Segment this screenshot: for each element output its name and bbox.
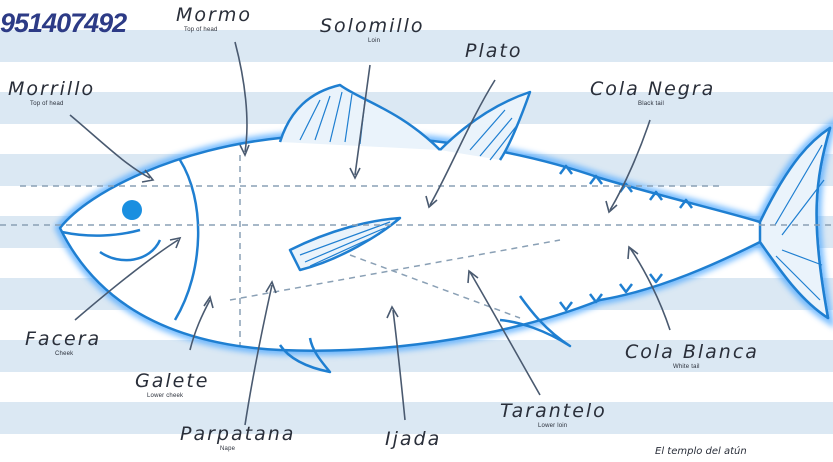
label-sub: Loin bbox=[368, 38, 425, 44]
label-name: Mormo bbox=[176, 6, 252, 25]
label-name: Galete bbox=[135, 372, 209, 391]
label-facera: Facera Cheek bbox=[25, 330, 101, 357]
label-sub: Nape bbox=[220, 446, 295, 452]
label-sub: Top of head bbox=[30, 101, 95, 107]
label-name: Cola Negra bbox=[590, 80, 715, 99]
label-cola-blanca: Cola Blanca White tail bbox=[625, 343, 759, 370]
phone-number: 951407492 bbox=[0, 8, 126, 39]
tuna-outline bbox=[60, 85, 830, 372]
label-sub: Cheek bbox=[55, 351, 101, 357]
label-name: Facera bbox=[25, 330, 101, 349]
label-morrillo: Morrillo Top of head bbox=[8, 80, 95, 107]
fish-eye bbox=[122, 200, 142, 220]
label-sub: Lower cheek bbox=[147, 393, 209, 399]
label-name: Morrillo bbox=[8, 80, 95, 99]
caption: El templo del atún bbox=[655, 446, 747, 457]
label-galete: Galete Lower cheek bbox=[135, 372, 209, 399]
label-name: Plato bbox=[465, 42, 522, 61]
label-name: Cola Blanca bbox=[625, 343, 759, 362]
label-solomillo: Solomillo Loin bbox=[320, 17, 425, 44]
label-name: Solomillo bbox=[320, 17, 425, 36]
label-parpatana: Parpatana Nape bbox=[180, 425, 295, 452]
label-sub: White tail bbox=[673, 364, 759, 370]
label-sub: Lower loin bbox=[538, 423, 607, 429]
label-name: Tarantelo bbox=[500, 402, 607, 421]
label-mormo: Mormo Top of head bbox=[176, 6, 252, 33]
label-cola-negra: Cola Negra Black tail bbox=[590, 80, 715, 107]
label-name: Parpatana bbox=[180, 425, 295, 444]
label-ijada: Ijada bbox=[385, 430, 441, 449]
label-plato: Plato bbox=[465, 42, 522, 61]
label-tarantelo: Tarantelo Lower loin bbox=[500, 402, 607, 429]
label-sub: Top of head bbox=[184, 27, 252, 33]
label-name: Ijada bbox=[385, 430, 441, 449]
label-sub: Black tail bbox=[638, 101, 715, 107]
